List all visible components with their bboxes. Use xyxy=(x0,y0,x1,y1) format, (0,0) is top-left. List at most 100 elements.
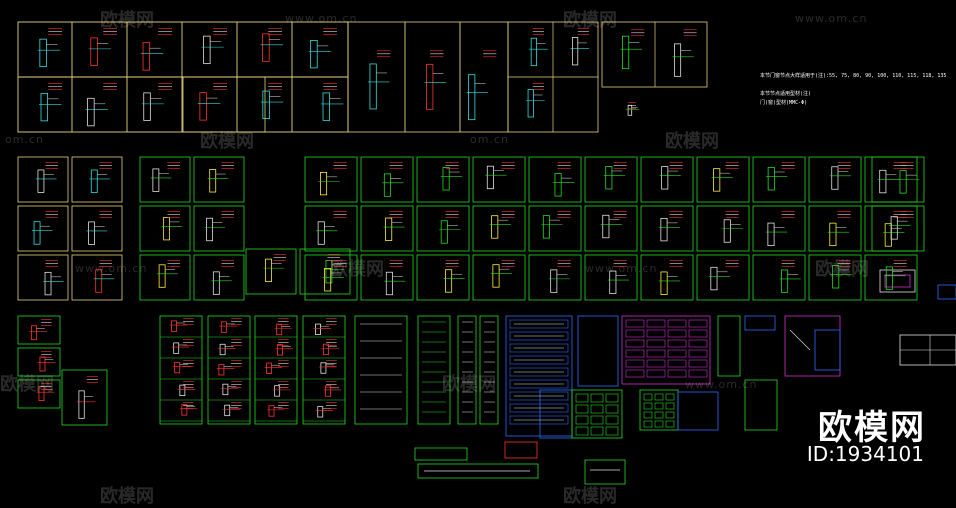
profile-section xyxy=(643,393,653,401)
drawing-frame xyxy=(71,254,123,301)
profile-section xyxy=(767,222,775,246)
profile-section xyxy=(277,344,283,356)
profile-section xyxy=(468,74,476,121)
profile-section xyxy=(688,359,708,368)
profile-section xyxy=(383,173,391,197)
profile-section xyxy=(274,385,281,397)
profile-section xyxy=(602,214,610,239)
drawing-frame xyxy=(504,441,538,459)
drawing-frame xyxy=(414,447,468,461)
profile-section xyxy=(688,349,708,358)
profile-section xyxy=(646,329,666,338)
profile-section xyxy=(509,331,569,341)
profile-section xyxy=(575,415,589,425)
drawing-frame xyxy=(139,156,191,203)
profile-section xyxy=(220,321,227,333)
profile-section xyxy=(171,320,178,332)
drawing-frame xyxy=(505,315,573,437)
model-id: ID:1934101 xyxy=(806,442,924,466)
profile-section xyxy=(203,35,211,65)
profile-section xyxy=(90,169,98,193)
drawing-frame xyxy=(159,315,203,425)
profile-section xyxy=(88,221,95,245)
profile-section xyxy=(646,359,666,368)
drawing-frame xyxy=(207,315,251,425)
profile-section xyxy=(224,404,231,417)
profile-section xyxy=(492,264,500,288)
drawing-frame xyxy=(139,254,191,301)
note-line: 门(窗)型材(MMC-Φ) xyxy=(760,100,808,106)
drawing-frame xyxy=(808,254,862,301)
drawing-frame xyxy=(193,205,245,252)
drawing-frame xyxy=(304,254,358,301)
drawing-frame xyxy=(302,315,346,425)
profile-section xyxy=(622,35,630,70)
drawing-frame xyxy=(71,205,123,252)
profile-section xyxy=(317,406,324,418)
note-line: 本节门窗节点大样适用于(注):55, 75, 80, 90, 100, 110,… xyxy=(760,73,947,79)
profile-section xyxy=(625,359,645,368)
profile-section xyxy=(646,339,666,348)
profile-section xyxy=(625,329,645,338)
drawing-frame xyxy=(299,248,351,295)
drawing-notes: 本节门窗节点大样适用于(注):55, 75, 80, 90, 100, 110,… xyxy=(760,72,946,108)
drawing-frame xyxy=(937,284,956,300)
drawing-frame xyxy=(871,205,925,252)
profile-section xyxy=(266,362,273,374)
profile-section xyxy=(665,411,675,419)
profile-section xyxy=(884,223,892,247)
profile-section xyxy=(509,343,569,353)
profile-section xyxy=(767,167,775,191)
profile-section xyxy=(95,269,103,293)
profile-section xyxy=(33,221,41,245)
profile-section xyxy=(723,219,731,243)
profile-section xyxy=(509,367,569,377)
drawing-frame xyxy=(360,254,414,301)
profile-section xyxy=(209,169,217,193)
profile-section xyxy=(268,405,275,417)
drawing-frame xyxy=(17,315,61,345)
profile-section xyxy=(276,323,283,336)
profile-section xyxy=(509,355,569,365)
profile-section xyxy=(509,415,569,425)
drawing-frame xyxy=(472,254,526,301)
profile-section xyxy=(646,369,666,378)
profile-section xyxy=(832,265,840,289)
drawing-frame xyxy=(808,156,862,203)
profile-section xyxy=(660,217,668,242)
drawing-frame xyxy=(584,459,626,485)
drawing-frame xyxy=(879,269,916,293)
profile-section xyxy=(627,104,633,116)
drawing-frame xyxy=(360,156,414,203)
profile-section xyxy=(174,361,181,374)
profile-section xyxy=(550,269,558,293)
profile-section xyxy=(206,217,214,242)
profile-section xyxy=(509,379,569,389)
profile-section xyxy=(590,426,604,436)
profile-section xyxy=(317,221,325,245)
profile-section xyxy=(31,325,37,341)
drawing-frame xyxy=(304,205,358,252)
profile-section xyxy=(625,349,645,358)
profile-section xyxy=(218,364,225,376)
profile-section xyxy=(781,269,789,293)
profile-section xyxy=(590,393,604,403)
profile-section xyxy=(571,37,579,66)
note-line: 本节节点适用型材(注) xyxy=(760,91,812,97)
profile-section xyxy=(440,220,448,244)
drawing-frame xyxy=(416,254,470,301)
drawing-frame xyxy=(752,156,806,203)
profile-section xyxy=(486,165,494,190)
profile-section xyxy=(605,426,619,436)
drawing-frame xyxy=(584,254,638,301)
drawing-frame xyxy=(193,254,245,301)
profile-section xyxy=(899,170,907,194)
profile-section xyxy=(590,415,604,425)
profile-section xyxy=(44,271,52,296)
profile-section xyxy=(661,166,669,190)
profile-section xyxy=(78,390,85,419)
drawing-frame xyxy=(472,156,526,203)
drawing-frame xyxy=(584,156,638,203)
profile-section xyxy=(667,369,687,378)
profile-section xyxy=(265,258,272,283)
